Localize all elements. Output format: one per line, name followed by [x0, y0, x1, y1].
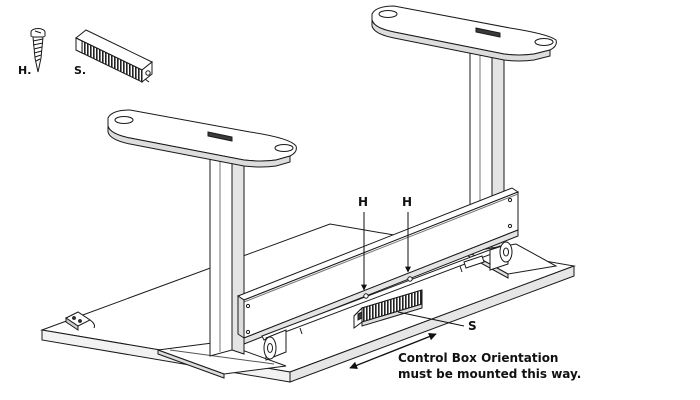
front-leg	[107, 109, 297, 379]
screw-icon	[30, 28, 46, 73]
note-line-2: must be mounted this way.	[398, 367, 581, 381]
callout-s: S	[397, 311, 477, 333]
callout-h-right: H	[402, 195, 412, 273]
orientation-note: Control Box Orientation must be mounted …	[398, 351, 581, 381]
drive-rail	[261, 241, 513, 361]
cross-panel	[236, 187, 520, 345]
callout-h-left: H	[358, 195, 368, 291]
part-label-screw: H.	[18, 64, 31, 77]
orientation-arrow	[349, 332, 437, 370]
part-label-control-box: S.	[74, 64, 86, 77]
control-box-icon	[75, 29, 153, 84]
handset-icon	[65, 311, 95, 331]
mounted-control-box	[353, 289, 423, 329]
callout-label-h-right: H	[402, 195, 412, 209]
callout-label-s: S	[468, 319, 477, 333]
note-line-1: Control Box Orientation	[398, 351, 558, 365]
callout-label-h-left: H	[358, 195, 368, 209]
parts-legend: H. S.	[18, 28, 153, 84]
